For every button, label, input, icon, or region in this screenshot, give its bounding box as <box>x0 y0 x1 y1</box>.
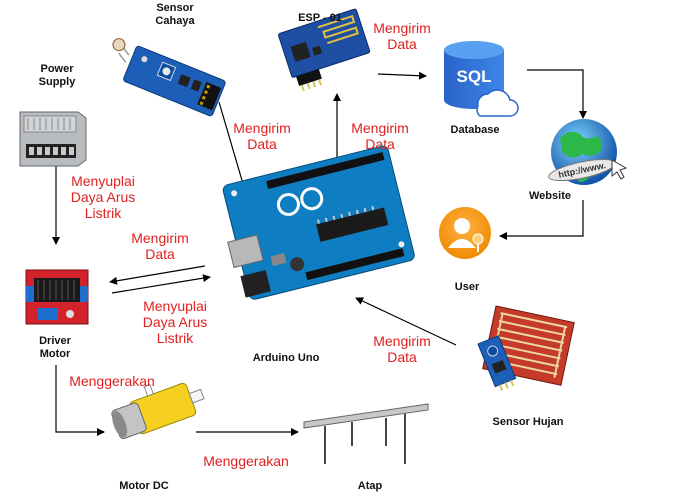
sql-text: SQL <box>457 67 492 86</box>
label-database: Database <box>450 124 500 136</box>
edge-label-hujan-to-arduino: Mengirim Data <box>373 333 431 365</box>
power-supply-icon <box>19 111 87 167</box>
edge-label-motor-to-atap: Menggerakan <box>203 453 289 469</box>
edge-label-arduino-to-esp: Mengirim Data <box>351 120 409 152</box>
label-arduino-uno: Arduino Uno <box>252 352 320 364</box>
arrow-hujan-to-arduino <box>355 297 457 346</box>
label-esp01: ESP - 01 <box>298 12 342 24</box>
driver-motor-icon <box>25 269 89 325</box>
edge-label-esp-to-db: Mengirim Data <box>373 20 431 52</box>
atap-icon <box>303 403 429 464</box>
website-globe-icon: http://www. <box>548 119 628 185</box>
arrow-esp-to-database <box>377 71 427 80</box>
arrows <box>52 69 587 436</box>
label-atap: Atap <box>357 480 383 492</box>
label-motor-dc: Motor DC <box>119 480 169 492</box>
edge-label-driver-to-arduino: Menyuplai Daya Arus Listrik <box>142 298 208 346</box>
arrow-website-to-user <box>499 200 584 240</box>
esp01-icon <box>278 8 371 92</box>
edge-label-cahaya-to-arduino: Mengirim Data <box>233 120 291 152</box>
arrow-database-to-website <box>527 69 587 119</box>
arrow-arduino-to-driver <box>109 265 206 285</box>
arrow-driver-to-motor <box>55 365 105 436</box>
motor-dc-icon <box>111 382 205 440</box>
database-sql-icon: SQL <box>444 41 519 117</box>
label-driver-motor: Driver Motor <box>39 335 71 360</box>
label-user: User <box>454 281 480 293</box>
arrow-cahaya-to-arduino <box>218 101 248 195</box>
arrow-driver-to-arduino <box>111 274 211 294</box>
sensor-hujan-icon <box>477 305 575 391</box>
edge-label-driver-to-motor: Menggerakan <box>69 373 155 389</box>
label-sensor-cahaya: Sensor Cahaya <box>155 2 195 27</box>
edge-label-power-to-driver: Menyuplai Daya Arus Listrik <box>70 173 136 221</box>
edge-label-arduino-to-driver: Mengirim Data <box>131 230 189 262</box>
arduino-uno-icon <box>222 145 415 300</box>
label-website: Website <box>529 190 571 202</box>
label-sensor-hujan: Sensor Hujan <box>492 416 564 428</box>
label-power-supply: Power Supply <box>38 63 76 88</box>
user-icon <box>439 207 491 259</box>
sensor-cahaya-icon <box>112 38 226 117</box>
